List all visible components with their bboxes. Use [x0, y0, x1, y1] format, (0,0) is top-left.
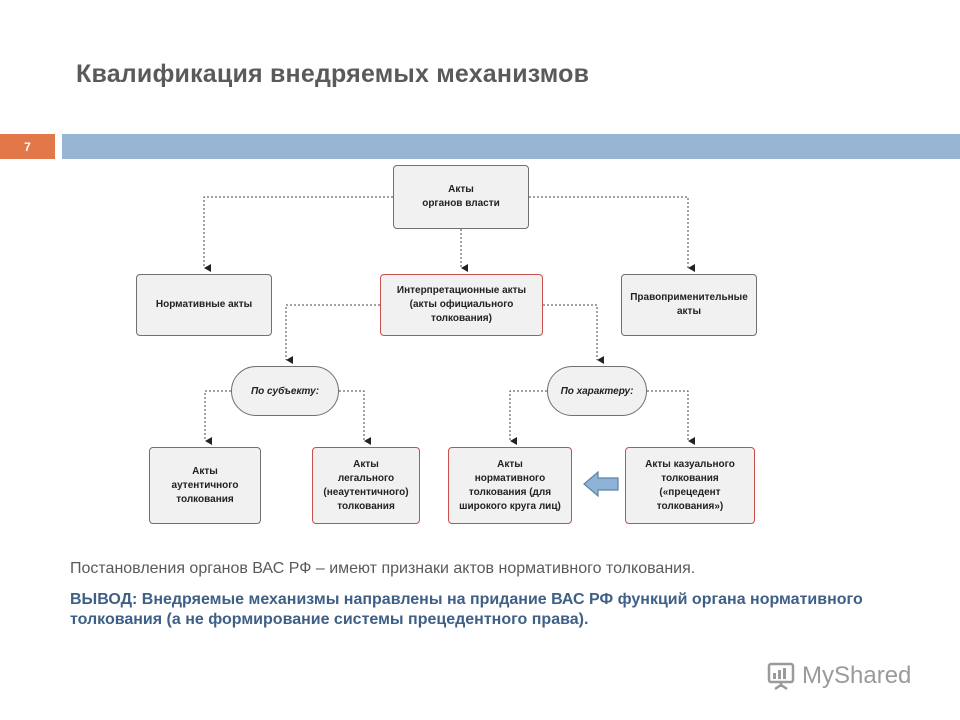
connector-interpretive-character	[543, 304, 604, 364]
conclusion-text: ВЫВОД: Внедряемые механизмы направлены н…	[70, 591, 863, 628]
node-enforcement-acts: Правоприменительные акты	[621, 274, 757, 336]
header-bar	[62, 134, 960, 159]
connector-character-casual	[647, 390, 695, 445]
connector-root-normative	[203, 196, 393, 272]
node-interpretive-acts: Интерпретационные акты (акты официальног…	[380, 274, 543, 336]
note-text: Постановления органов ВАС РФ – имеют при…	[70, 560, 696, 577]
node-legal-interpretation: Акты легального (неаутентичного) толкова…	[312, 447, 420, 524]
node-root: Акты органов власти	[393, 165, 529, 229]
node-normative-interpretation: Акты нормативного толкования (для широко…	[448, 447, 572, 524]
node-normative-acts: Нормативные акты	[136, 274, 272, 336]
connector-character-normative	[509, 390, 547, 445]
watermark: MyShared	[766, 656, 946, 696]
connector-subject-legal	[339, 390, 371, 445]
presentation-icon	[767, 662, 795, 691]
slide-number: 7	[0, 134, 55, 159]
node-casual-interpretation: Акты казуального толкования («прецедент …	[625, 447, 755, 524]
left-arrow-icon	[583, 470, 619, 498]
node-authentic-interpretation: Акты аутентичного толкования	[149, 447, 261, 524]
slide-title: Квалификация внедряемых механизмов	[76, 60, 590, 88]
connector-subject-authentic	[204, 390, 231, 445]
watermark-text: MyShared	[802, 662, 912, 689]
connector-root-enforcement	[529, 196, 695, 272]
connector-interpretive-subject	[285, 304, 380, 364]
criterion-by-character: По характеру:	[547, 366, 647, 416]
criterion-by-subject: По субъекту:	[231, 366, 339, 416]
